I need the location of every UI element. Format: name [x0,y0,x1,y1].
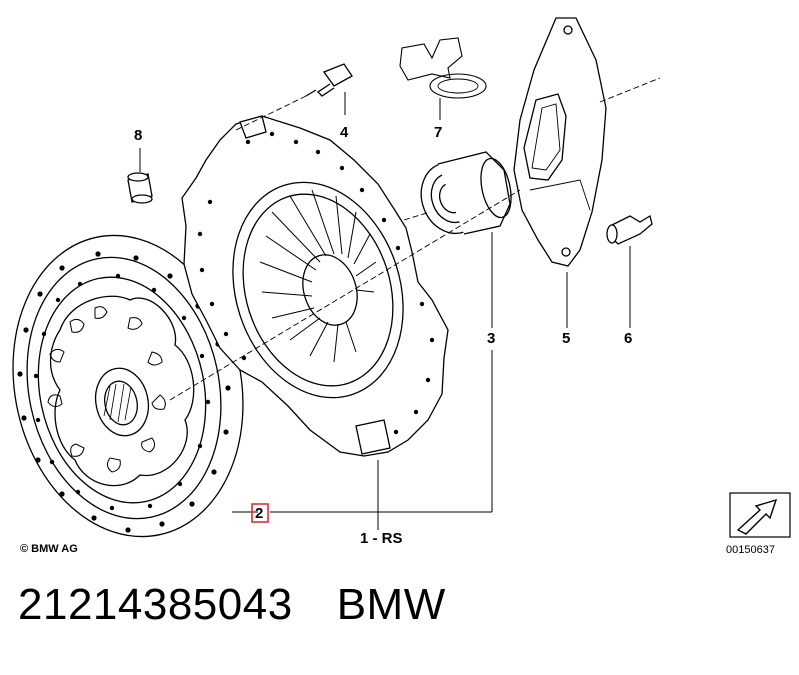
pressure-plate [181,115,449,457]
footer: 21214385043 BMW [18,580,490,630]
dowel-sleeve [127,172,153,204]
leader-lines [139,92,631,530]
callout-7: 7 [434,124,442,141]
brand-name: BMW [336,580,446,629]
callout-2-highlight [251,503,269,523]
view-direction-symbol [729,492,791,538]
callout-6: 6 [624,330,632,347]
clutch-disc [12,234,244,538]
hex-bolt [235,63,353,131]
callout-1: 1 - RS [360,530,403,547]
bearing-guide-plate [513,17,661,267]
drawing-number: 00150637 [726,544,775,556]
callout-8: 8 [134,127,142,144]
callout-3: 3 [487,330,495,347]
release-bearing [420,151,512,235]
callout-4: 4 [340,124,349,141]
part-number: 21214385043 [18,580,293,629]
guide-pin [606,214,653,245]
copyright-label: © BMW AG [20,543,78,555]
callout-2: 2 [255,505,263,522]
spring-clip [399,37,487,99]
callout-5: 5 [562,330,570,347]
